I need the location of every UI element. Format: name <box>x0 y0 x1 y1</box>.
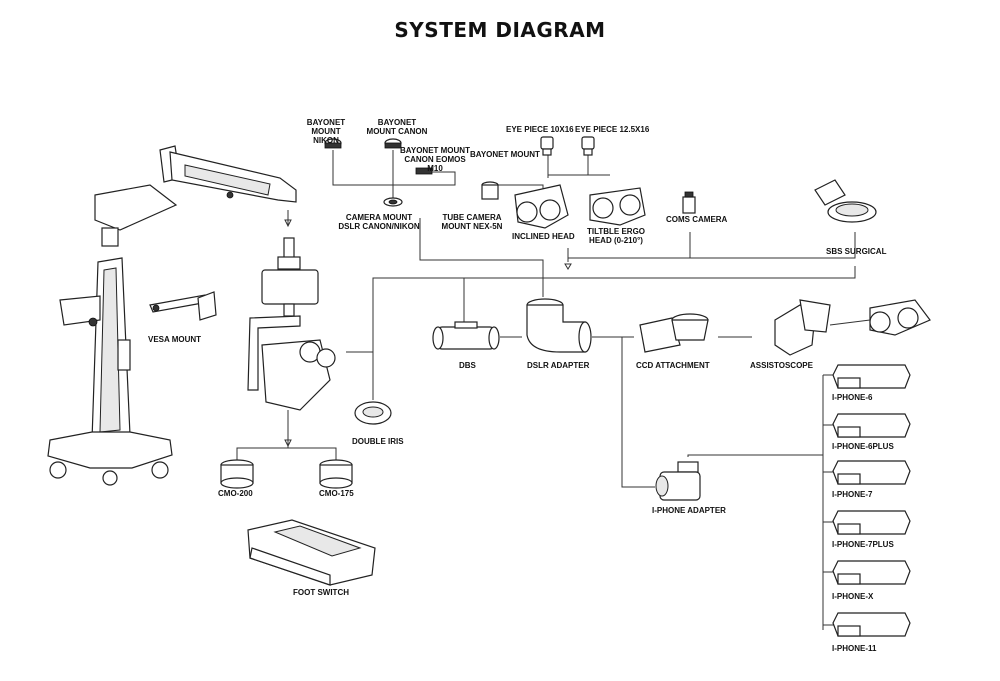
floor-stand <box>47 257 173 486</box>
label-assistoscope: ASSISTOSCOPE <box>750 361 813 370</box>
label-cmo-200: CMO-200 <box>218 489 253 498</box>
label-tube-camera-mount: TUBE CAMERA MOUNT NEX-5N <box>441 213 503 231</box>
microscope-carrier <box>247 237 336 411</box>
label-iphone-7plus: I-PHONE-7PLUS <box>832 540 894 549</box>
iphone-trays <box>832 364 911 637</box>
label-bayonet-nikon: BAYONET MOUNT NIKON <box>306 118 346 145</box>
label-dslr-adapter: DSLR ADAPTER <box>527 361 590 370</box>
label-sbs-surgical: SBS SURGICAL <box>826 247 887 256</box>
label-coms-camera: COMS CAMERA <box>666 215 728 224</box>
iphone-adapter-part <box>655 461 701 501</box>
label-iphone-7: I-PHONE-7 <box>832 490 873 499</box>
stand-arm <box>94 145 297 247</box>
label-iphone-x: I-PHONE-X <box>832 592 874 601</box>
foot-switch-part <box>247 519 376 586</box>
label-bayonet-canon-eomos: BAYONET MOUNT CANON EOMOS M10 <box>400 146 470 173</box>
label-vesa-mount: VESA MOUNT <box>148 335 202 344</box>
vesa-mount-part <box>149 291 217 321</box>
label-camera-mount-dslr: CAMERA MOUNT DSLR CANON/NIKON <box>338 213 420 231</box>
bayonet-mounts <box>324 138 499 207</box>
middle-row-parts <box>354 298 931 425</box>
label-bayonet-canon: BAYONET MOUNT CANON <box>366 118 428 136</box>
label-iphone-adapter: I-PHONE ADAPTER <box>652 506 726 515</box>
label-ccd-attachment: CCD ATTACHMENT <box>636 361 710 370</box>
page-title: SYSTEM DIAGRAM <box>394 18 606 42</box>
label-tiltable-head: TILTBLE ERGO HEAD (0-210°) <box>586 227 646 245</box>
connector-lines <box>236 150 871 630</box>
label-eye-piece-10: EYE PIECE 10X16 <box>506 125 574 134</box>
label-inclined-head: INCLINED HEAD <box>512 232 575 241</box>
label-double-iris: DOUBLE IRIS <box>352 437 404 446</box>
label-iphone-6: I-PHONE-6 <box>832 393 873 402</box>
label-foot-switch: FOOT SWITCH <box>293 588 349 597</box>
label-cmo-175: CMO-175 <box>319 489 354 498</box>
label-eye-piece-125: EYE PIECE 12.5X16 <box>575 125 650 134</box>
eyepieces-and-heads <box>514 136 877 229</box>
label-dbs: DBS <box>459 361 476 370</box>
label-bayonet-mount: BAYONET MOUNT <box>470 150 540 159</box>
label-iphone-6plus: I-PHONE-6PLUS <box>832 442 894 451</box>
label-iphone-11: I-PHONE-11 <box>832 644 877 653</box>
objective-lenses <box>220 459 353 489</box>
